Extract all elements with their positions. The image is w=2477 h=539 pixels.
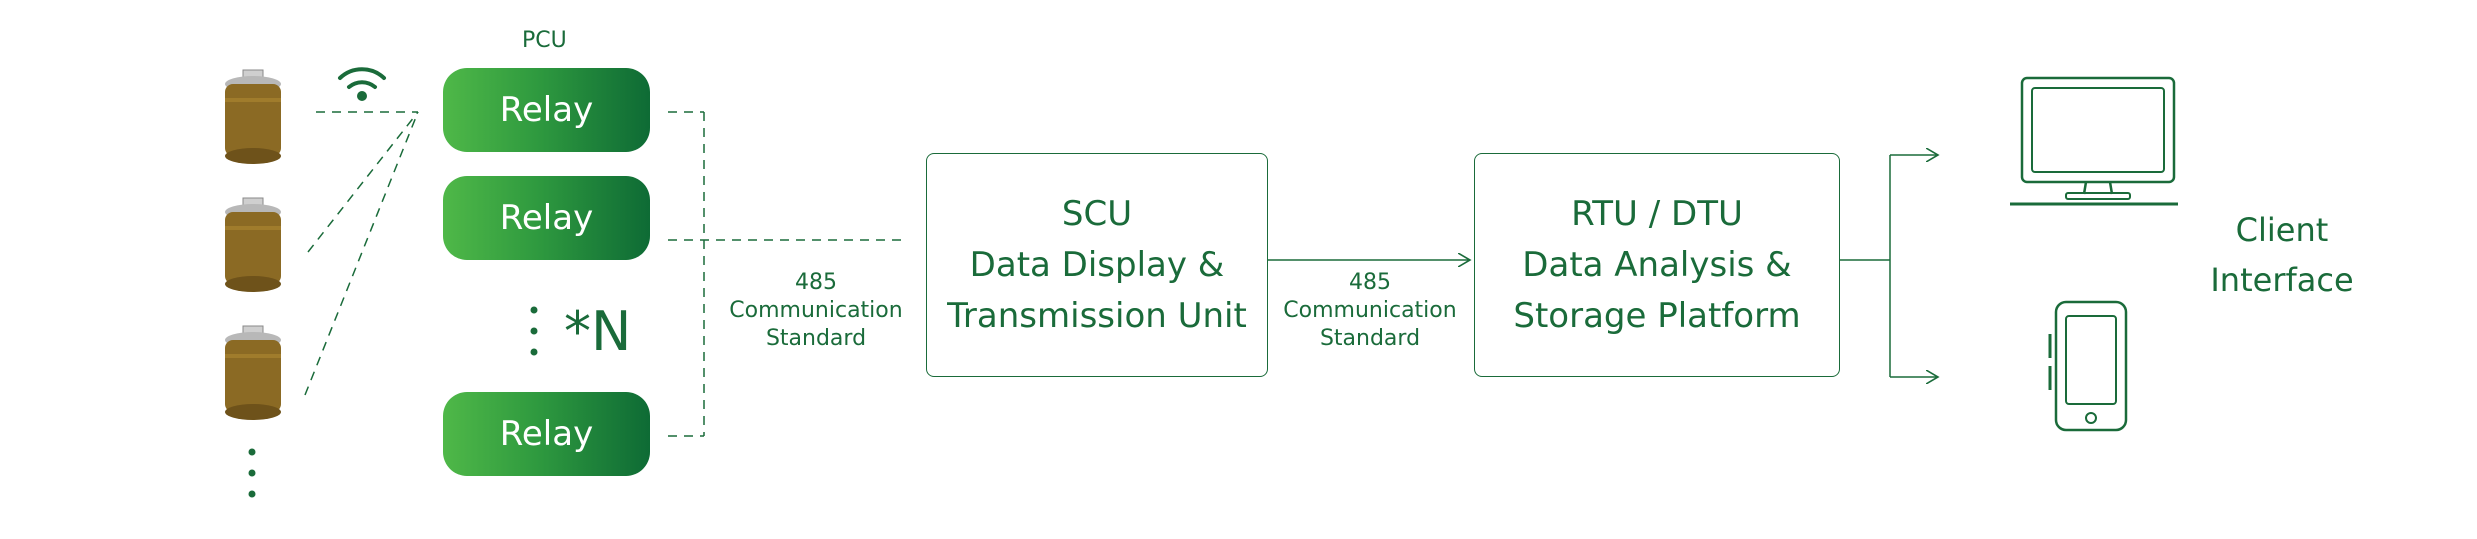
relay-multiplier: *N [564,300,632,363]
rtu-line3: Storage Platform [1513,295,1801,336]
sensor-icon [225,69,281,164]
comm-left-line3: Standard [765,326,867,351]
scu-line3: Transmission Unit [947,295,1247,336]
sensor-icon [225,197,281,292]
comm-label-right: 485 Communication Standard [1274,269,1466,353]
relay-2: Relay [443,176,650,260]
sensor-icon [225,325,281,420]
ellipsis-dots-icon [248,448,256,498]
sensor-link-3 [304,111,419,396]
comm-right-line2: Communication [1283,298,1457,323]
wifi-icon [338,67,386,101]
comm-right-line1: 485 [1349,270,1391,295]
scu-box: SCU Data Display & Transmission Unit [926,153,1268,377]
scu-line2: Data Display & [969,244,1225,285]
client-interface-label: Client Interface [2192,205,2372,305]
relay-dots-icon [530,306,538,356]
relay-3: Relay [443,392,650,476]
relay-1: Relay [443,68,650,152]
sensor-link-2 [307,111,419,253]
monitor-icon [2010,76,2178,206]
comm-label-left: 485 Communication Standard [720,269,912,353]
phone-icon [2048,300,2128,432]
rtu-line2: Data Analysis & [1522,244,1792,285]
client-line2: Interface [2210,261,2354,299]
comm-left-line1: 485 [795,270,837,295]
pcu-label: PCU [522,28,567,53]
comm-left-line2: Communication [729,298,903,323]
scu-title: SCU [1061,193,1133,234]
rtu-box: RTU / DTU Data Analysis & Storage Platfo… [1474,153,1840,377]
client-line1: Client [2235,211,2329,249]
comm-right-line3: Standard [1319,326,1421,351]
rtu-title: RTU / DTU [1571,193,1743,234]
